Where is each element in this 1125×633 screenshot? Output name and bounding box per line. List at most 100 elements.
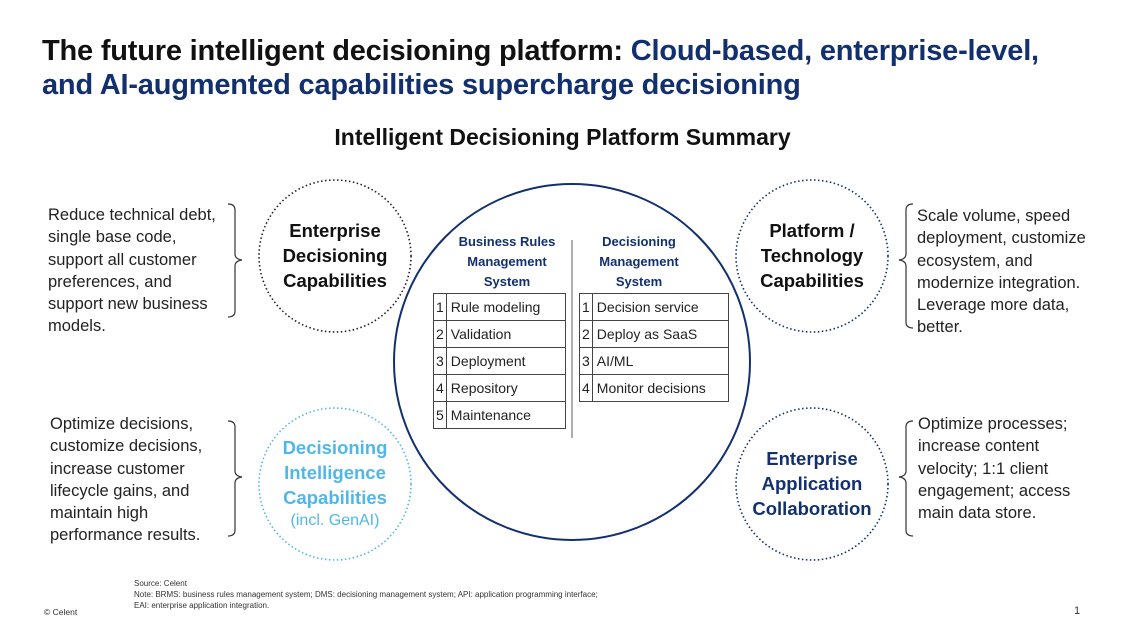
text-line: lifecycle gains, and xyxy=(50,481,190,500)
label-line: Decisioning xyxy=(282,245,388,266)
item-label: Decision service xyxy=(591,293,730,321)
label-line: Collaboration xyxy=(752,498,872,519)
text-line: single base code, xyxy=(48,228,177,247)
text-line: Optimize decisions, xyxy=(50,415,194,433)
text-line: engagement; access xyxy=(918,481,1071,500)
label-line: Capabilities xyxy=(760,270,864,291)
label-line: Intelligence xyxy=(284,462,386,483)
decisioning-intelligence-label: Decisioning Intelligence Capabilities (i… xyxy=(259,435,411,532)
item-number: 1 xyxy=(579,293,593,321)
item-number: 4 xyxy=(579,374,593,402)
bracket-bottom-left xyxy=(227,420,243,537)
item-number: 5 xyxy=(433,401,447,429)
bracket-top-right xyxy=(898,203,914,329)
item-label: Monitor decisions xyxy=(591,374,730,402)
platform-technology-circle xyxy=(735,179,889,333)
heading-line: System xyxy=(615,274,663,289)
text-line: maintain high xyxy=(50,504,149,523)
text-line: preferences, and xyxy=(48,272,172,291)
item-number: 2 xyxy=(579,320,593,348)
text-line: Leverage more data, xyxy=(917,296,1070,315)
bracket-bottom-right xyxy=(898,420,914,537)
text-line: support new business xyxy=(48,295,208,314)
text-line: customize decisions, xyxy=(50,437,203,456)
label-line: Decisioning xyxy=(282,437,388,458)
text-line: models. xyxy=(48,317,106,336)
item-number: 1 xyxy=(433,293,447,321)
label-line: Capabilities xyxy=(283,487,387,508)
item-label: Deploy as SaaS xyxy=(591,320,730,348)
enterprise-decisioning-circle xyxy=(258,179,412,333)
copyright: © Celent xyxy=(44,607,78,617)
heading-line: Business Rules xyxy=(458,234,556,249)
label-sublabel: (incl. GenAI) xyxy=(290,512,380,529)
text-line: Reduce technical debt, xyxy=(48,206,216,224)
page-number: 1 xyxy=(1074,605,1081,617)
dms-heading: Decisioning Management System xyxy=(580,232,698,292)
text-line: modernize integration. xyxy=(917,273,1081,292)
item-number: 3 xyxy=(579,347,593,375)
text-line: ecosystem, and xyxy=(917,251,1033,270)
item-label: Validation xyxy=(445,320,567,348)
item-label: Maintenance xyxy=(445,401,567,429)
enterprise-decisioning-label: Enterprise Decisioning Capabilities xyxy=(259,218,411,293)
text-line: main data store. xyxy=(918,504,1037,523)
source-note: Source: Celent Note: BRMS: business rule… xyxy=(134,578,604,611)
brms-heading: Business Rules Management System xyxy=(448,232,566,292)
heading-line: Management xyxy=(467,254,547,269)
title-part-2: Cloud-based, enterprise-level, and AI-au… xyxy=(42,35,1039,101)
label-line: Enterprise xyxy=(289,220,381,241)
platform-technology-description: Scale volume, speed deployment, customiz… xyxy=(917,205,1117,339)
text-line: Optimize processes; xyxy=(918,415,1068,433)
decisioning-intelligence-circle xyxy=(258,407,412,561)
slide-title: The future intelligent decisioning platf… xyxy=(42,34,1092,102)
enterprise-decisioning-description: Reduce technical debt, single base code,… xyxy=(48,204,233,338)
center-platform-circle xyxy=(393,183,751,541)
text-line: better. xyxy=(917,318,963,337)
text-line: increase customer xyxy=(50,459,185,478)
enterprise-application-circle xyxy=(735,407,889,561)
item-label: Rule modeling xyxy=(445,293,567,321)
platform-technology-label: Platform / Technology Capabilities xyxy=(736,218,888,293)
item-number: 2 xyxy=(433,320,447,348)
text-line: deployment, customize xyxy=(917,229,1086,248)
text-line: velocity; 1:1 client xyxy=(918,459,1049,478)
label-line: Enterprise xyxy=(766,448,858,469)
enterprise-application-description: Optimize processes; increase content vel… xyxy=(918,413,1118,524)
item-number: 3 xyxy=(433,347,447,375)
heading-line: Decisioning xyxy=(602,234,676,249)
label-line: Application xyxy=(761,473,863,494)
heading-line: System xyxy=(483,274,531,289)
text-line: performance results. xyxy=(50,526,201,545)
label-line: Platform / xyxy=(769,220,855,241)
title-part-1: The future intelligent decisioning platf… xyxy=(42,35,631,67)
enterprise-application-label: Enterprise Application Collaboration xyxy=(736,446,888,521)
item-number: 4 xyxy=(433,374,447,402)
item-label: Repository xyxy=(445,374,567,402)
item-label: AI/ML xyxy=(591,347,730,375)
text-line: support all customer xyxy=(48,250,197,269)
item-label: Deployment xyxy=(445,347,567,375)
source-line: Source: Celent xyxy=(134,579,187,588)
note-line: Note: BRMS: business rules management sy… xyxy=(134,590,598,610)
text-line: increase content xyxy=(918,437,1040,456)
decisioning-intelligence-description: Optimize decisions, customize decisions,… xyxy=(50,413,235,547)
bracket-top-left xyxy=(227,203,243,318)
diagram-subtitle: Intelligent Decisioning Platform Summary xyxy=(334,124,791,150)
heading-line: Management xyxy=(599,254,679,269)
label-line: Technology xyxy=(760,245,864,266)
label-line: Capabilities xyxy=(283,270,387,291)
text-line: Scale volume, speed xyxy=(917,207,1071,225)
